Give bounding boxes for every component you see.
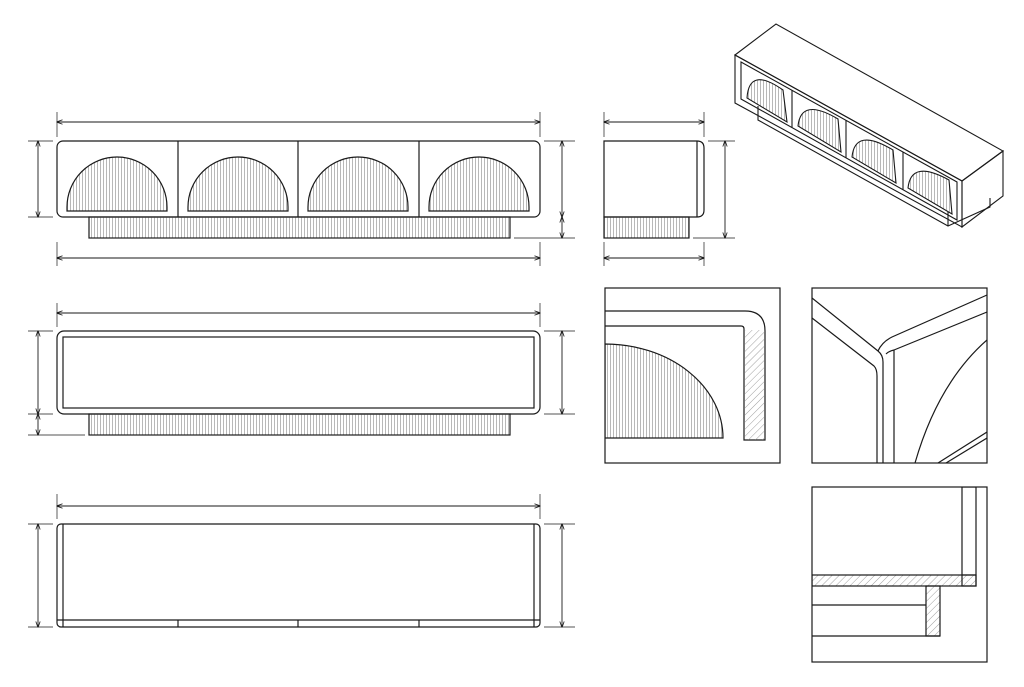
fluted-door-3 bbox=[307, 156, 409, 212]
fluted-door-2 bbox=[187, 156, 289, 212]
front-elevation bbox=[28, 112, 575, 266]
fluted-door-4 bbox=[428, 156, 530, 212]
side-elevation bbox=[604, 112, 735, 266]
detail-plinth-section bbox=[811, 486, 988, 663]
detail-iso-corner bbox=[811, 287, 988, 464]
isometric-view bbox=[733, 23, 1005, 229]
fluted-door-1 bbox=[66, 156, 168, 212]
detail-door-corner bbox=[604, 287, 781, 464]
top-plan bbox=[28, 494, 575, 627]
rear-elevation bbox=[28, 303, 575, 435]
